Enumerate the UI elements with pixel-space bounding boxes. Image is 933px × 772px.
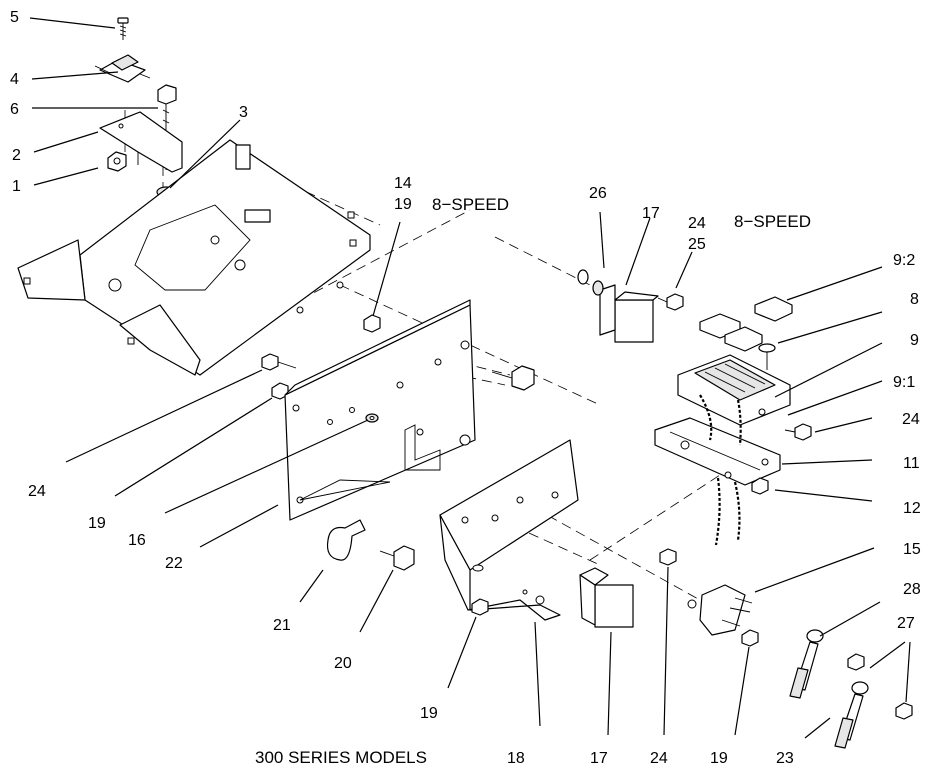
callout-labels: 5 4 6 2 1 3 14 19 8−SPEED 26 17 24 25 8−… [10, 9, 921, 767]
callout-2: 2 [12, 147, 21, 164]
callout-15: 15 [903, 541, 921, 558]
callout-19-top: 19 [394, 196, 412, 213]
caption-8-speed-left: 8−SPEED [432, 195, 509, 214]
fuse-block-9 [677, 354, 791, 426]
callout-1: 1 [12, 178, 21, 195]
callout-24-top: 24 [688, 215, 706, 232]
bolt-24-right [784, 423, 812, 441]
screw-8 [758, 343, 776, 370]
callout-27: 27 [897, 615, 915, 632]
callout-26: 26 [589, 185, 607, 202]
callout-14: 14 [394, 175, 412, 192]
callout-3: 3 [239, 104, 248, 121]
callout-19-bottom: 19 [420, 705, 438, 722]
callout-17-bottom: 17 [590, 750, 608, 767]
bolt-24-bottom [659, 548, 677, 566]
wire-clamp-21 [326, 519, 366, 561]
micro-switch-4 [94, 54, 151, 83]
cable-23 [834, 681, 869, 749]
nut-19-solenoid [741, 629, 759, 647]
callout-16: 16 [128, 532, 146, 549]
bolt-big-plate [491, 365, 535, 391]
fuses-9-2 [699, 296, 793, 352]
washers-26 [577, 269, 604, 296]
nut-12 [751, 477, 769, 495]
leader-lines [29, 17, 911, 739]
callout-28: 28 [903, 581, 921, 598]
callout-25: 25 [688, 236, 706, 253]
callout-9: 9 [910, 332, 919, 349]
bolt-24-25 [657, 293, 684, 311]
callout-20: 20 [334, 655, 352, 672]
nut-19-top [363, 314, 381, 333]
callout-9-2: 9:2 [893, 252, 915, 269]
callout-21: 21 [273, 617, 291, 634]
callout-4: 4 [10, 71, 19, 88]
relay-17-bottom [579, 567, 634, 628]
callout-24-left: 24 [28, 483, 46, 500]
caption-8-speed-right: 8−SPEED [734, 212, 811, 231]
callout-17-top: 17 [642, 205, 660, 222]
callout-11: 11 [903, 455, 920, 472]
angle-bracket-18 [439, 439, 579, 621]
callout-24-bottom: 24 [650, 750, 668, 767]
bolt-24-left [261, 353, 297, 371]
callout-23: 23 [776, 750, 794, 767]
solenoid-15 [687, 584, 753, 636]
cable-28 [789, 629, 824, 699]
mounting-plate [17, 139, 371, 376]
bracket-2 [99, 111, 183, 173]
callout-18: 18 [507, 750, 525, 767]
callout-8: 8 [910, 291, 919, 308]
screw-5 [117, 17, 129, 40]
wires [699, 394, 742, 546]
callout-12: 12 [903, 500, 921, 517]
nut-1 [107, 151, 127, 172]
vertical-plate-22 [284, 299, 476, 521]
washer-16 [365, 413, 379, 423]
callout-5: 5 [10, 9, 19, 26]
bolt-20 [379, 545, 415, 571]
nut-19-bottom [471, 598, 489, 616]
caption-300-series: 300 SERIES MODELS [255, 748, 427, 767]
callout-24-right: 24 [902, 411, 920, 428]
callout-22: 22 [165, 555, 183, 572]
callout-19-left: 19 [88, 515, 106, 532]
callout-6: 6 [10, 101, 19, 118]
callout-19-bottom2: 19 [710, 750, 728, 767]
callout-9-1: 9:1 [893, 374, 915, 391]
relay-17-top [599, 284, 659, 343]
nut-28 [847, 653, 865, 671]
nut-27 [895, 702, 913, 720]
bracket-11 [654, 417, 781, 486]
